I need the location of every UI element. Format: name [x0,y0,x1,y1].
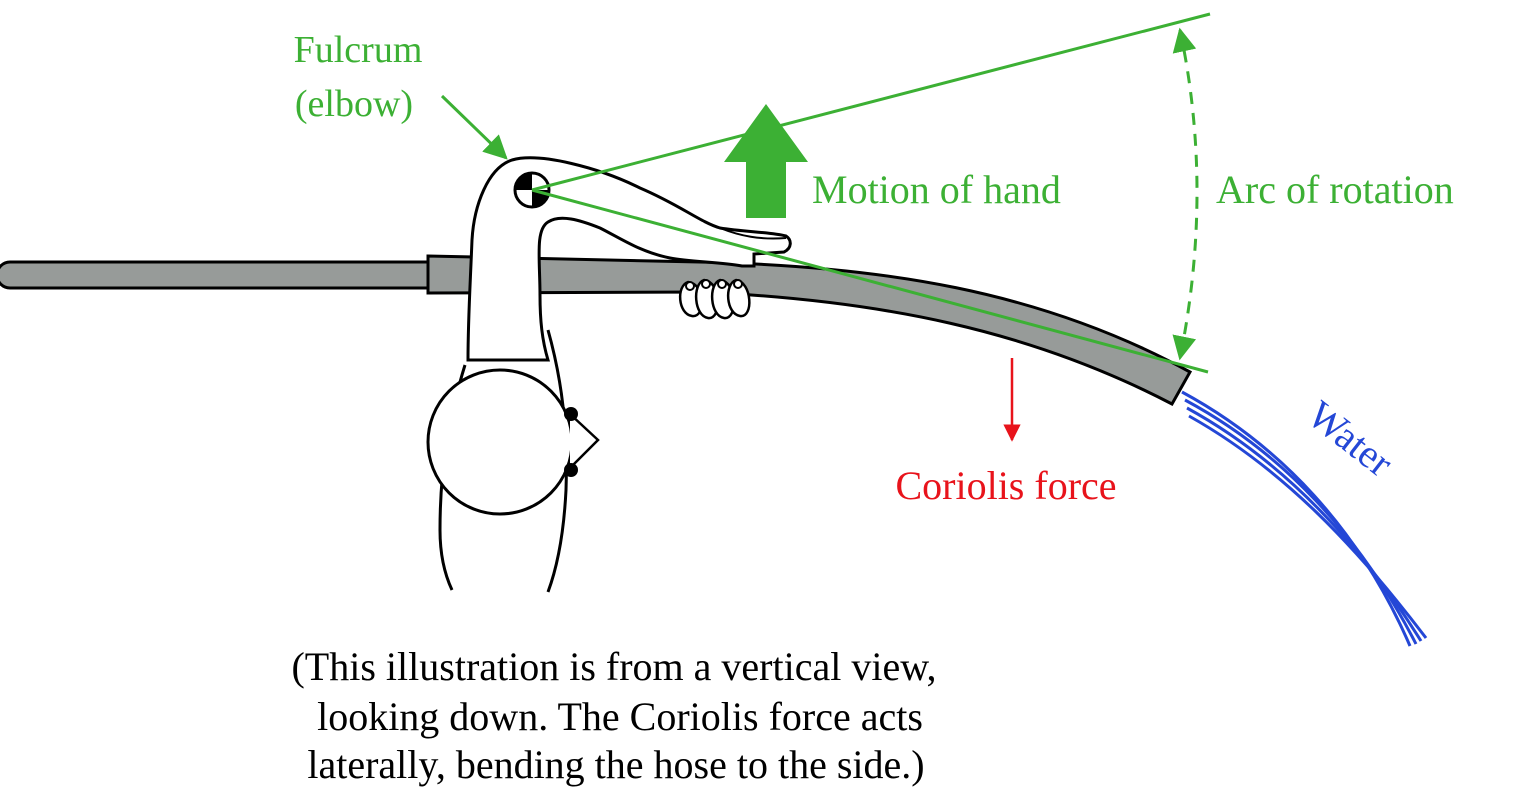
hand-fingers [679,278,751,320]
knuckle-3 [717,279,727,289]
rotation-line-upper [531,12,1211,192]
water-stream-4 [1188,414,1428,639]
arc-of-rotation-arrow [1172,27,1199,361]
person-arm [466,156,792,362]
caption-line-3: laterally, bending the hose to the side.… [307,742,924,787]
water-stream-2 [1184,398,1418,645]
water-stream-3 [1186,406,1423,642]
nose [569,413,600,469]
caption-line-1: (This illustration is from a vertical vi… [291,644,936,689]
head-circle [426,368,574,516]
hose-thin-section [0,260,430,290]
arm-outline [466,156,792,362]
motion-of-hand-label: Motion of hand [812,167,1061,212]
fulcrum-label: Fulcrum [294,29,423,71]
coriolis-force-label: Coriolis force [895,463,1116,508]
eye-bottom [564,463,578,477]
motion-of-hand-arrow-icon [724,104,808,218]
knuckle-1 [685,281,695,291]
eye-top [564,407,578,421]
water-stream-1 [1181,390,1412,647]
rotation-line-lower [531,188,1209,374]
finger-4 [727,278,751,318]
water-stream [1181,390,1428,647]
body-outline-right [546,329,568,593]
knuckle-4 [733,279,743,289]
caption: (This illustration is from a vertical vi… [291,644,936,787]
water-label: Water [1299,392,1401,486]
person-head [426,368,600,516]
caption-line-2: looking down. The Coriolis force acts [317,694,923,739]
thumb-line [719,227,787,240]
elbow-label: (elbow) [295,83,413,125]
knuckle-2 [701,279,711,289]
fulcrum-pointer-arrow [440,94,508,160]
arc-of-rotation-label: Arc of rotation [1216,167,1454,212]
